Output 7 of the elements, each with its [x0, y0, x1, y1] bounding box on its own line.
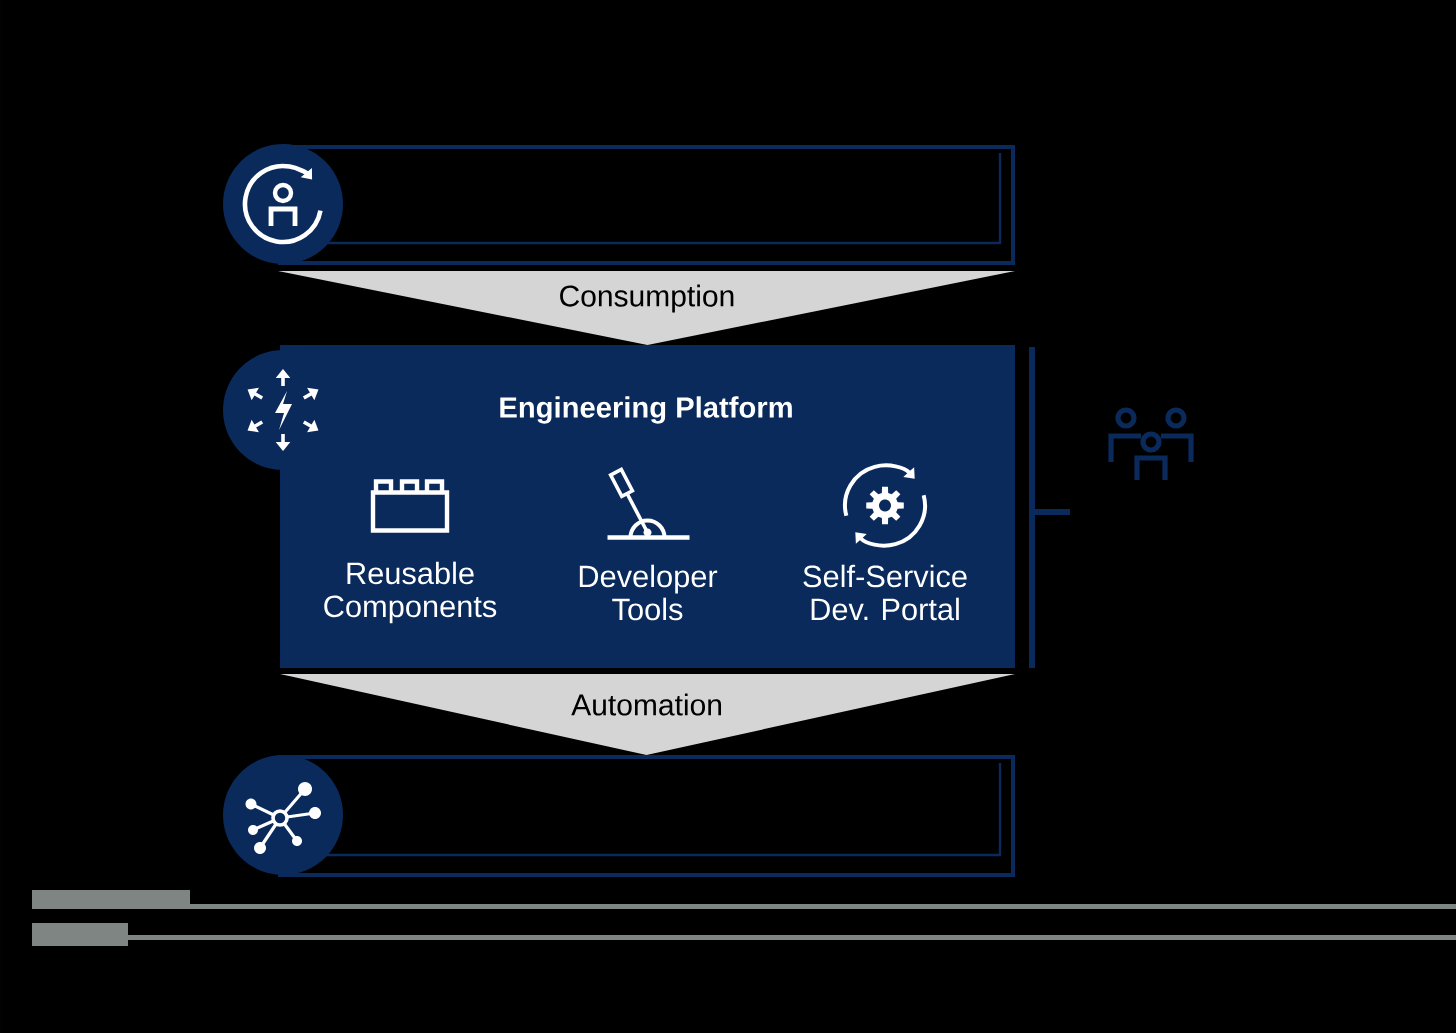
outlined-box	[278, 755, 1015, 877]
item-label: Self-Service Dev. Portal	[803, 564, 967, 621]
edge-label: Automation	[569, 691, 725, 718]
outlined-box	[278, 145, 1015, 265]
item-label: Reusable Components	[324, 561, 497, 624]
edge-label: Consumption	[556, 282, 738, 315]
item-label: Developer Tools	[579, 564, 718, 621]
